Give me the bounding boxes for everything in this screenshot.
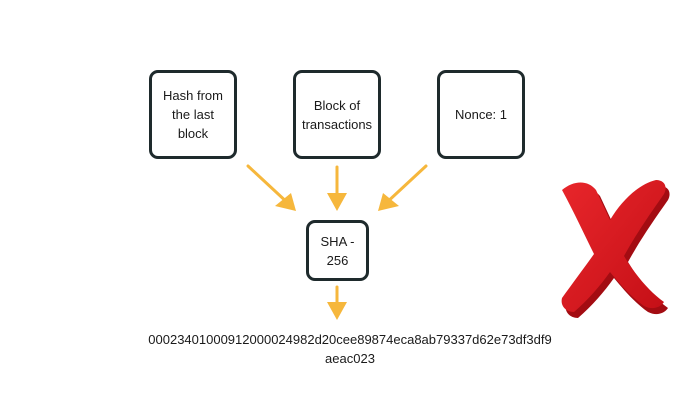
transactions-input-box: Block of transactions	[293, 70, 381, 159]
arrow-hash-to-sha	[246, 164, 296, 211]
sha256-label: SHA - 256	[320, 233, 355, 268]
hash-input-label-line1: Hash from	[163, 88, 223, 103]
arrow-sha-to-output	[327, 285, 347, 320]
output-hash-line1: 00023401000912000024982d20cee89874eca8ab…	[148, 332, 552, 347]
hash-input-label-line2: the last block	[172, 107, 214, 141]
hash-input-box: Hash from the last block	[149, 70, 237, 159]
transactions-label-line1: Block of	[313, 97, 361, 113]
transactions-label-line2: transactions	[301, 116, 373, 132]
nonce-label: Nonce: 1	[454, 107, 508, 122]
sha256-box: SHA - 256	[306, 220, 369, 281]
output-hash-line2: aeac023	[325, 351, 375, 366]
nonce-input-box: Nonce: 1	[437, 70, 525, 159]
output-hash: 00023401000912000024982d20cee89874eca8ab…	[100, 330, 600, 368]
arrow-block-to-sha	[327, 165, 347, 211]
arrow-nonce-to-sha	[378, 164, 428, 211]
